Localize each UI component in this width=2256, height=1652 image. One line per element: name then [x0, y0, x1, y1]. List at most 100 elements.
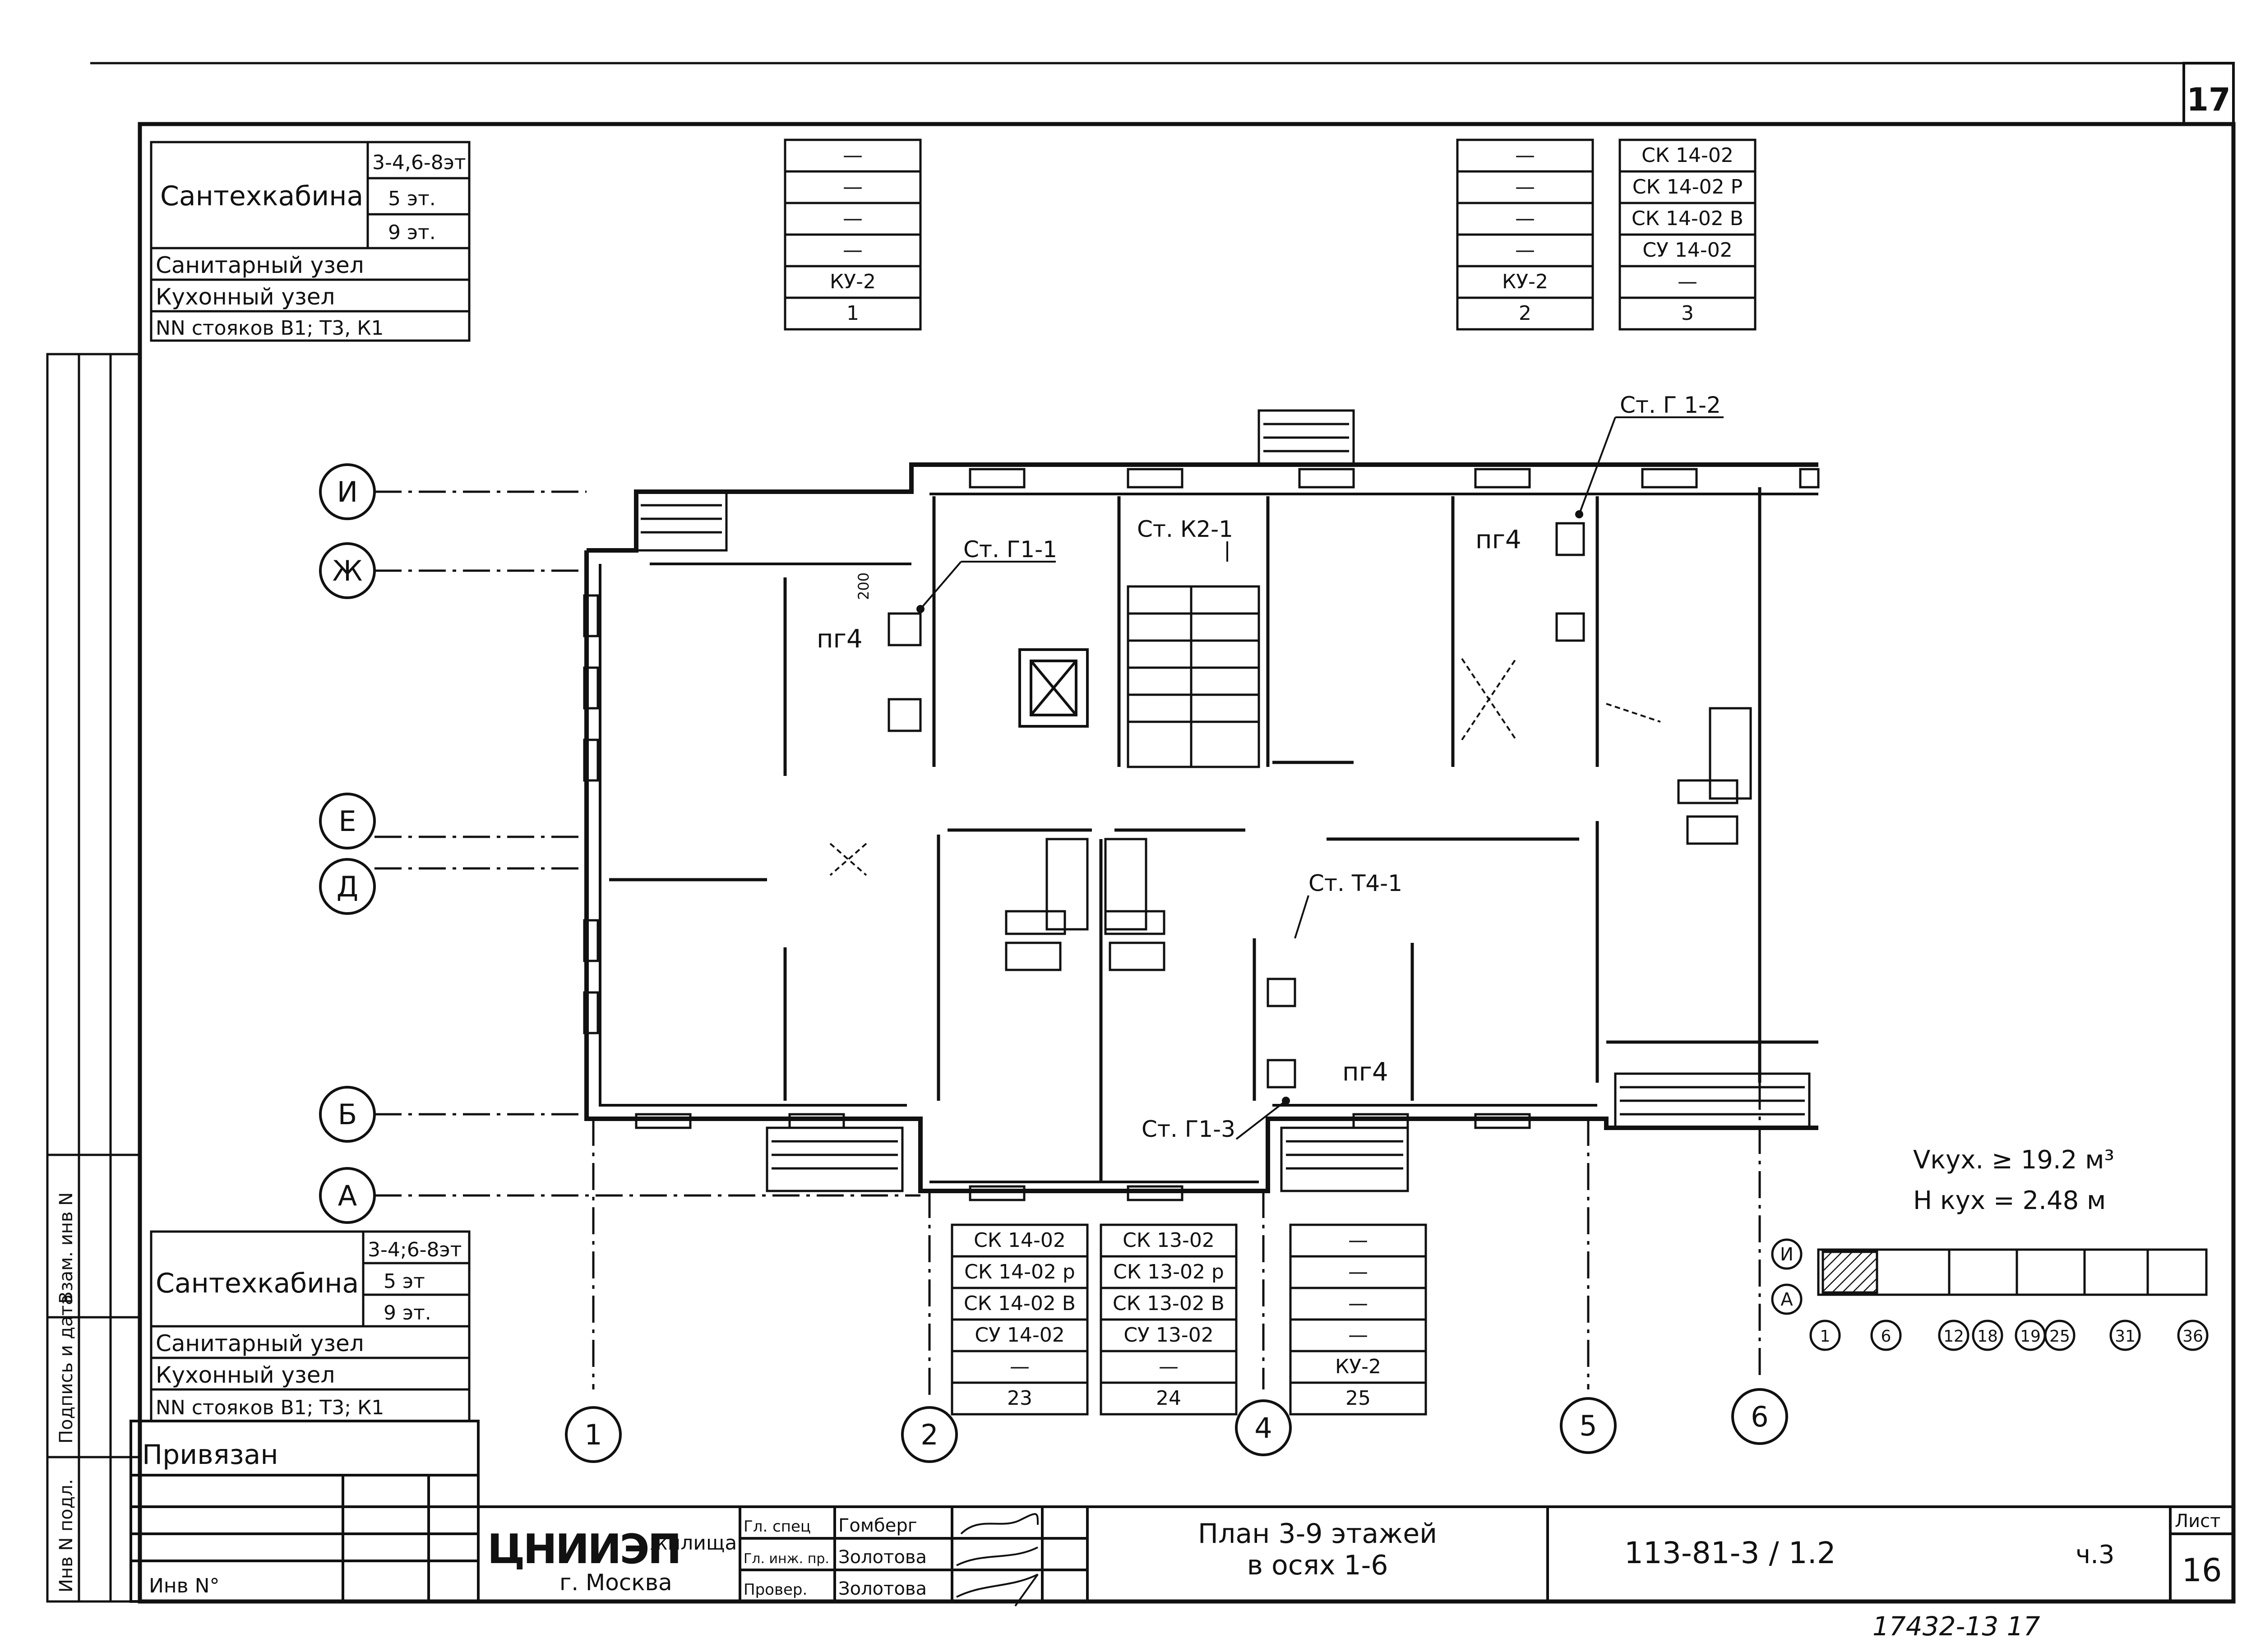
key-plan-number-circle [1870, 1320, 1902, 1351]
riser-table-cell-text: СК 13-02 [1123, 1229, 1215, 1252]
kitchen-volume-note: Vкух. ≥ 19.2 м³ [1913, 1145, 2114, 1175]
key-plan-row-2: А [1780, 1289, 1793, 1310]
document-code: 113-81-3 / 1.2 [1624, 1536, 1836, 1570]
axis-letter-circle [319, 858, 376, 915]
riser-table-cell-text: — [1348, 1260, 1368, 1283]
riser-table-cell-text: КУ-2 [830, 270, 876, 293]
legend-bottom-floor-3: 9 эт. [384, 1301, 431, 1324]
axis-letter-6: А [338, 1179, 357, 1212]
key-plan-number-circle [2109, 1320, 2141, 1351]
legend-top-row-3: NN стояков В1; Т3, К1 [156, 317, 384, 340]
key-plan-number-2: 6 [1881, 1327, 1891, 1346]
label-dimension-200: 200 [855, 572, 872, 600]
axis-number-1: 1 [584, 1418, 602, 1451]
key-plan-row-1: И [1780, 1244, 1794, 1265]
role-checked: Провер. [744, 1581, 807, 1599]
riser-table-cell [951, 1381, 1089, 1416]
axis-letter-5: Б [338, 1098, 357, 1131]
axis-letter-circle [319, 463, 376, 520]
legend-bottom-floor-2: 5 эт [384, 1270, 425, 1293]
axis-number-5: 6 [1751, 1400, 1768, 1433]
riser-table-cell-text: 2 [1519, 302, 1531, 325]
name-checked: Золотова [838, 1578, 927, 1599]
document-part: ч.3 [2076, 1540, 2115, 1569]
riser-table-cell-text: СК 14-02 В [1632, 207, 1743, 230]
legend-top-floor-1: 3-4,6-8эт [372, 151, 466, 174]
plan-door-swings [829, 658, 1661, 876]
axis-letter-2: Ж [333, 554, 363, 587]
legend-bottom-row-1: Санитарный узел [156, 1330, 364, 1357]
legend-bottom-title: Сантехкабина [156, 1268, 359, 1299]
riser-table-cell-text: СК 14-02 р [964, 1260, 1075, 1283]
riser-table-cell-text: 3 [1681, 302, 1694, 325]
axis-letter-circle [319, 793, 376, 849]
riser-table-cell-text: — [1348, 1292, 1368, 1315]
legend-table-top [150, 141, 471, 342]
key-plan-number-4: 18 [1977, 1327, 1998, 1346]
org-logo: ЦНИИЭП [487, 1526, 680, 1573]
legend-top-row-1: Санитарный узел [156, 252, 364, 278]
riser-table-cell [1100, 1381, 1238, 1416]
riser-table-cell [784, 296, 922, 331]
axis-letter-circle [319, 542, 376, 599]
privyazan-label: Привязан [142, 1439, 278, 1471]
label-riser-g1-3: Ст. Г1-3 [1142, 1116, 1235, 1142]
corner-sheet-number: 17 [2187, 81, 2230, 118]
riser-table-cell-text: 23 [1007, 1387, 1032, 1410]
riser-table-cell-text: СК 13-02 р [1113, 1260, 1224, 1283]
key-plan-number-circle [1938, 1320, 1969, 1351]
org-suffix: жилища [650, 1532, 737, 1555]
axis-number-circle [901, 1406, 958, 1463]
key-plan-number-circle [2044, 1320, 2076, 1351]
axis-number-4: 5 [1579, 1409, 1597, 1442]
axis-number-2: 2 [920, 1418, 938, 1451]
riser-table-cell-text: — [843, 175, 863, 198]
riser-table-cell-text: 1 [846, 302, 859, 325]
axis-number-circle [1731, 1388, 1788, 1445]
riser-table-cell-text: СК 14-02 В [964, 1292, 1076, 1315]
label-gas-stove-2: пг4 [1475, 525, 1521, 554]
plan-bathrooms [888, 522, 1752, 1089]
riser-table-cell [1618, 296, 1757, 331]
key-plan-number-circle [1809, 1320, 1841, 1351]
key-plan-row-circle [1771, 1283, 1803, 1315]
sheet-title-line-2: в осях 1-6 [1247, 1550, 1388, 1581]
list-label: Лист [2175, 1511, 2220, 1532]
riser-table-2: ————КУ-22 [1456, 138, 1594, 331]
key-plan-number-circle [2177, 1320, 2209, 1351]
axis-letter-1: И [337, 475, 358, 508]
label-riser-g1-1: Ст. Г1-1 [963, 536, 1057, 563]
riser-table-cell-text: КУ-2 [1335, 1355, 1381, 1378]
axis-number-circle [565, 1406, 622, 1463]
riser-table-cell-text: 25 [1345, 1387, 1371, 1410]
key-plan-number-6: 25 [2049, 1327, 2070, 1346]
axis-number-circle [1235, 1399, 1292, 1456]
key-plan-number-circle [1972, 1320, 2003, 1351]
plan-riser-dots [916, 510, 1583, 1105]
plan-lift [1018, 648, 1089, 728]
legend-top-row-2: Кухонный узел [156, 284, 335, 310]
axis-lines [374, 490, 1761, 1398]
key-plan-number-5: 19 [2020, 1327, 2041, 1346]
riser-table-cell-text: СУ 13-02 [1123, 1324, 1213, 1347]
plan-stair [1127, 585, 1260, 768]
riser-table-cell-text: — [1348, 1324, 1368, 1347]
legend-table-bottom [150, 1230, 471, 1422]
axis-letter-circle [319, 1167, 376, 1224]
strip-label-signature: Подпись и дата [56, 1294, 77, 1444]
label-riser-k2-1: Ст. К2-1 [1137, 516, 1233, 542]
name-chief-specialist: Гомберг [838, 1515, 917, 1536]
riser-table-cell-text: КУ-2 [1502, 270, 1548, 293]
plan-balconies [635, 409, 1811, 1192]
axis-number-3: 4 [1254, 1412, 1272, 1444]
label-riser-t4-1: Ст. Т4-1 [1308, 870, 1402, 896]
riser-table-cell-text: — [1515, 144, 1535, 167]
legend-bottom-floor-1: 3-4;6-8эт [368, 1238, 462, 1261]
key-plan-number-8: 36 [2182, 1327, 2203, 1346]
